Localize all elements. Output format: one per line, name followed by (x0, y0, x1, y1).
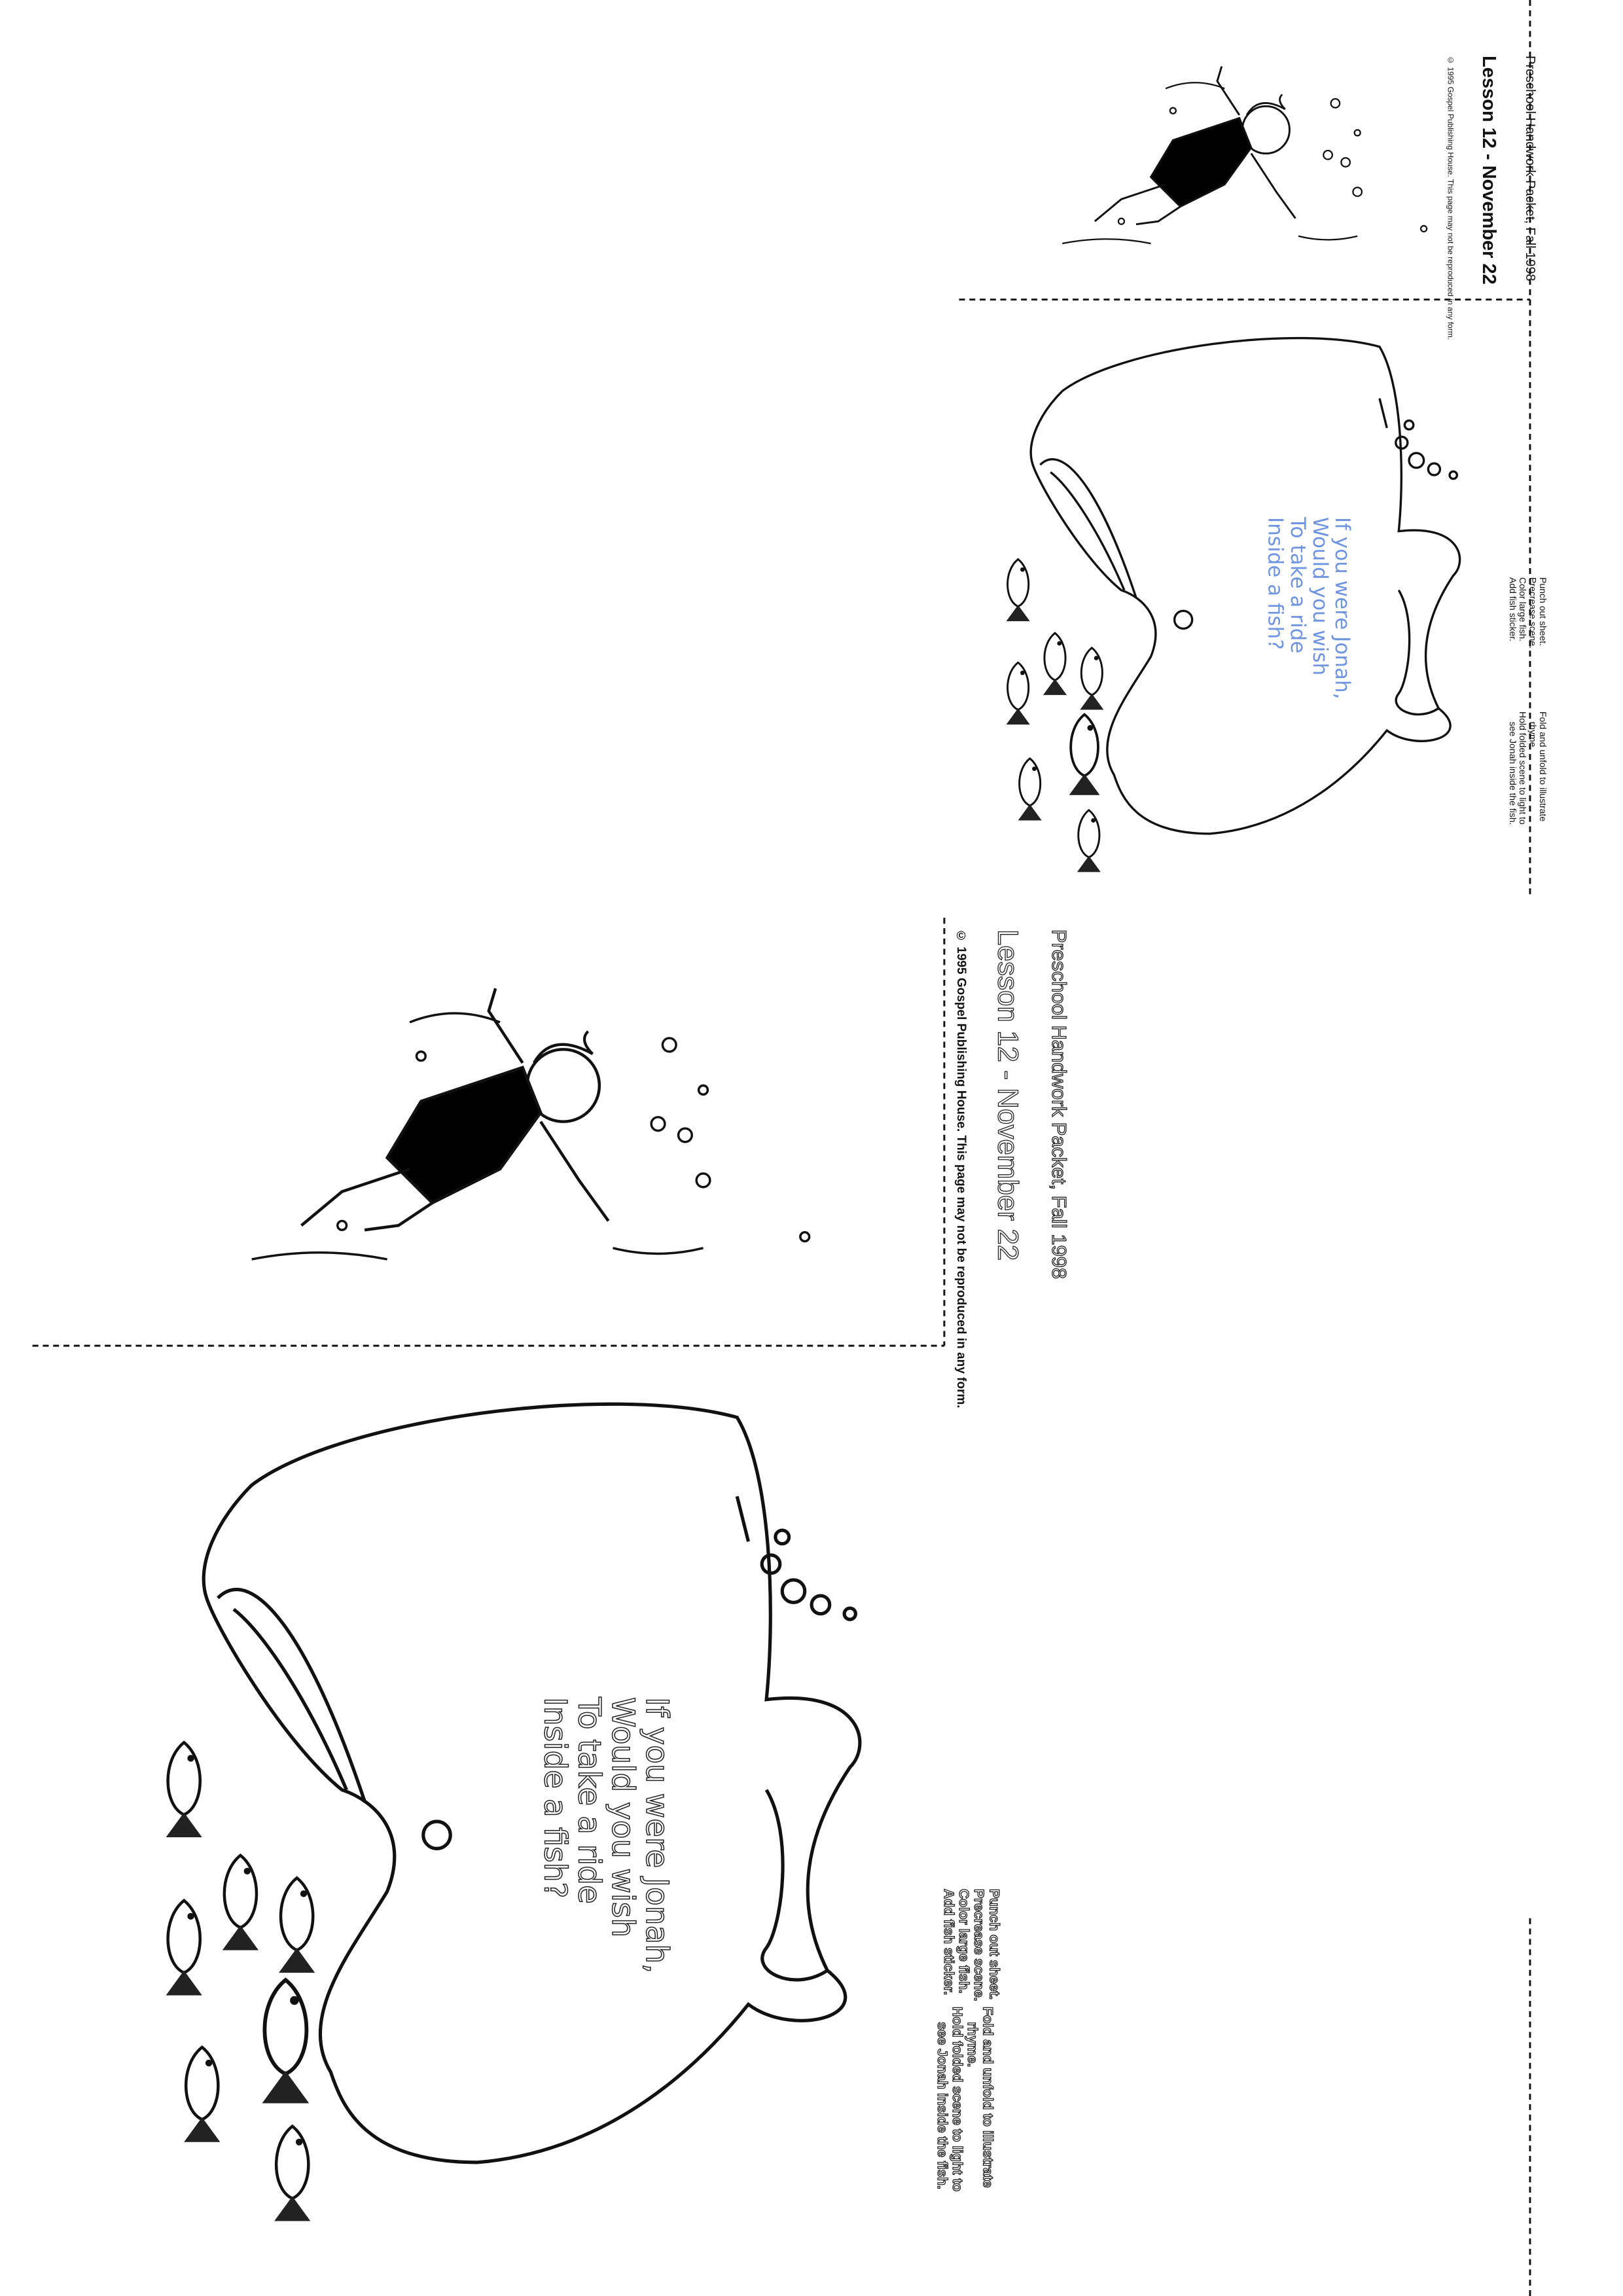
small-instructions-steps: Punch out sheet. Precrease scene. Color … (1507, 577, 1548, 649)
small-rhyme: If you were Jonah, Would you wish To tak… (1263, 517, 1354, 700)
packet-title: Preschool Handwork Packet, Fall 1998 (1523, 56, 1538, 281)
large-outline-panel (166, 988, 860, 2221)
copyright: © 1995 Gospel Publishing House. This pag… (1446, 56, 1455, 340)
cut-lines (32, 0, 1531, 2296)
large-instructions-steps: Punch out sheet. Precrease scene. Color … (929, 1888, 1025, 2001)
small-header: Preschool Handwork Packet, Fall 1998 Les… (1434, 56, 1561, 340)
large-header: Preschool Handwork Packet, Fall 1998 Les… (942, 929, 1094, 1408)
large-copyright: © 1995 Gospel Publishing House. This pag… (954, 929, 969, 1408)
large-rhyme: If you were Jonah, Would you wish To tak… (537, 1696, 675, 1974)
small-colored-panel: .c .tunic{fill:#6f95e0}.o .tunic{fill:#f… (1007, 66, 1460, 872)
large-instructions-fold: Fold and unfold to illustrate rhyme. Hol… (923, 2006, 1018, 2192)
lesson-title: Lesson 12 - November 22 (1478, 56, 1499, 285)
large-steps-text: Punch out sheet. Precrease scene. Color … (940, 1888, 1002, 2001)
large-lesson-title: Lesson 12 - November 22 (991, 929, 1024, 1261)
large-fold-text: Fold and unfold to illustrate rhyme. Hol… (934, 2006, 995, 2192)
large-packet-title: Preschool Handwork Packet, Fall 1998 (1047, 929, 1071, 1280)
small-instructions-fold: Fold and unfold to illustrate rhyme. Hol… (1507, 711, 1548, 825)
